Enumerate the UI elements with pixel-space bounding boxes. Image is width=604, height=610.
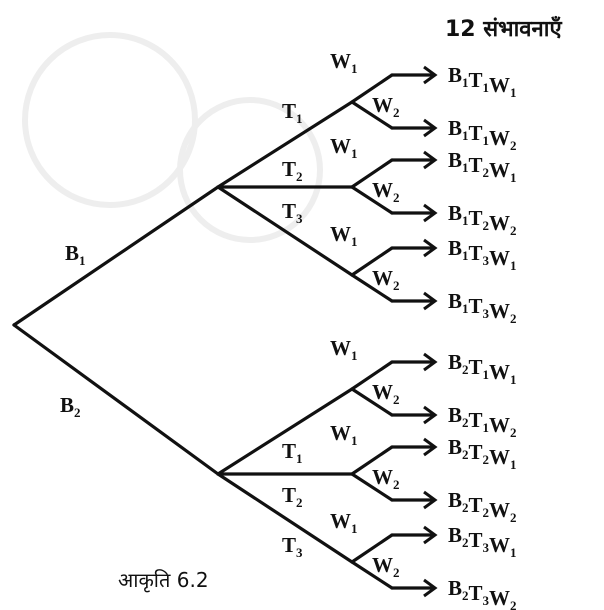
label-b1-t3: T3 bbox=[282, 199, 303, 226]
outcome-arrow bbox=[390, 525, 438, 545]
edge-b1-t3-to-w1 bbox=[350, 246, 394, 277]
arrow-head bbox=[423, 118, 438, 138]
outcome-labels: B1T1W1B1T1W2B1T2W1B1T2W2B1T3W1B1T3W2B2T1… bbox=[448, 63, 517, 610]
outcome-arrow bbox=[390, 118, 438, 138]
edge-b2-t2-to-w2 bbox=[350, 472, 394, 502]
edge-b1-to-t3 bbox=[216, 185, 354, 277]
outcome-arrow bbox=[390, 490, 438, 510]
edge-b1-t1-to-w1 bbox=[350, 73, 394, 104]
tree-edges bbox=[12, 73, 394, 590]
arrow-head bbox=[423, 238, 438, 258]
outcome-label-6: B1T3W2 bbox=[448, 289, 517, 326]
edge-b2-to-t3 bbox=[216, 472, 354, 564]
arrow-head bbox=[423, 150, 438, 170]
label-b1-t2-w2: W2 bbox=[372, 178, 400, 205]
outcome-arrow bbox=[390, 291, 438, 311]
label-b1: B1 bbox=[65, 241, 86, 268]
outcome-label-1: B1T1W1 bbox=[448, 63, 517, 100]
outcome-arrow bbox=[390, 65, 438, 85]
outcome-arrow bbox=[390, 405, 438, 425]
outcome-label-3: B1T2W1 bbox=[448, 148, 517, 185]
arrow-head bbox=[423, 405, 438, 425]
outcome-arrow bbox=[390, 150, 438, 170]
label-b2-t1-w2: W2 bbox=[372, 380, 400, 407]
outcome-arrow bbox=[390, 352, 438, 372]
outcome-label-8: B2T1W2 bbox=[448, 403, 517, 440]
outcome-arrow bbox=[390, 203, 438, 223]
label-b2-t3-w2: W2 bbox=[372, 553, 400, 580]
edge-b2-to-t1 bbox=[216, 387, 354, 476]
label-b1-t2: T2 bbox=[282, 157, 303, 184]
outcome-label-9: B2T2W1 bbox=[448, 435, 517, 472]
arrow-head bbox=[423, 490, 438, 510]
arrow-head bbox=[423, 525, 438, 545]
arrow-head bbox=[423, 291, 438, 311]
label-b1-t1: T1 bbox=[282, 99, 303, 126]
outcome-label-12: B2T3W2 bbox=[448, 576, 517, 610]
outcome-arrow bbox=[390, 437, 438, 457]
label-b2-t3-w1: W1 bbox=[330, 509, 358, 536]
outcome-arrows bbox=[390, 65, 438, 598]
edge-b1-t1-to-w2 bbox=[350, 100, 394, 130]
label-b2-t2-w2: W2 bbox=[372, 465, 400, 492]
arrow-head bbox=[423, 578, 438, 598]
edge-b2-t1-to-w1 bbox=[350, 360, 394, 391]
label-b1-t3-w2: W2 bbox=[372, 266, 400, 293]
outcome-arrow bbox=[390, 238, 438, 258]
edge-b2-t2-to-w1 bbox=[350, 445, 394, 476]
arrow-head bbox=[423, 203, 438, 223]
label-b2-t2-w1: W1 bbox=[330, 421, 358, 448]
label-b2-t2: T2 bbox=[282, 483, 303, 510]
edge-b2-t3-to-w1 bbox=[350, 533, 394, 564]
watermark bbox=[22, 32, 323, 243]
edge-root-to-b2 bbox=[12, 323, 220, 476]
edge-root-to-b1 bbox=[12, 185, 220, 327]
label-b2-t1: T1 bbox=[282, 439, 303, 466]
label-b1-t2-w1: W1 bbox=[330, 134, 358, 161]
outcome-label-7: B2T1W1 bbox=[448, 350, 517, 387]
figure-caption: आकृति 6.2 bbox=[118, 568, 209, 593]
edge-b1-t2-to-w2 bbox=[350, 185, 394, 215]
edge-b1-to-t1 bbox=[216, 100, 354, 189]
label-b1-t1-w2: W2 bbox=[372, 93, 400, 120]
arrow-head bbox=[423, 437, 438, 457]
edge-b1-t3-to-w2 bbox=[350, 273, 394, 303]
label-b1-t1-w1: W1 bbox=[330, 49, 358, 76]
outcome-arrow bbox=[390, 578, 438, 598]
outcome-label-10: B2T2W2 bbox=[448, 488, 517, 525]
outcome-label-5: B1T3W1 bbox=[448, 236, 517, 273]
outcome-label-4: B1T2W2 bbox=[448, 201, 517, 238]
arrow-head bbox=[423, 352, 438, 372]
edge-b2-t3-to-w2 bbox=[350, 560, 394, 590]
label-b1-t3-w1: W1 bbox=[330, 222, 358, 249]
label-b2-t1-w1: W1 bbox=[330, 336, 358, 363]
label-b2-t3: T3 bbox=[282, 533, 303, 560]
outcome-label-11: B2T3W1 bbox=[448, 523, 517, 560]
edge-b2-t1-to-w2 bbox=[350, 387, 394, 417]
arrow-head bbox=[423, 65, 438, 85]
label-b2: B2 bbox=[60, 393, 81, 420]
possibilities-title: 12 संभावनाएँ bbox=[445, 15, 562, 42]
edge-b1-t2-to-w1 bbox=[350, 158, 394, 189]
outcome-label-2: B1T1W2 bbox=[448, 116, 517, 153]
